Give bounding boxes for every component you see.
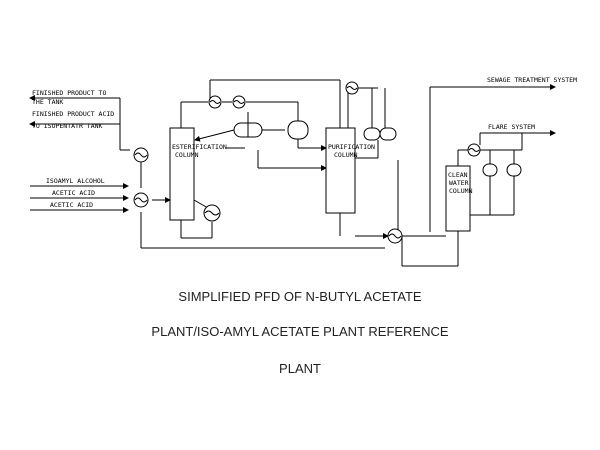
overhead-cooler-1-coil <box>209 100 221 104</box>
flare-label: FLARE SYSTEM <box>488 123 535 131</box>
overhead-cooler-2-coil <box>233 100 245 104</box>
purification-label-2: COLUMN <box>334 151 358 159</box>
bottoms-exchanger-coil <box>388 233 402 239</box>
acetic-acid-label-1: ACETIC ACID <box>52 189 95 197</box>
clean-water-column <box>445 165 471 232</box>
caption-line-3: PLANT <box>279 361 321 376</box>
purification-label-1: PURIFICATION <box>328 143 375 151</box>
piping <box>29 79 556 267</box>
clean-water-receiver-2 <box>506 163 522 177</box>
clean-water-receiver-1 <box>482 163 498 177</box>
labels: FINISHED PRODUCT TO THE TANK FINISHED PR… <box>32 76 577 209</box>
reboiler-line <box>193 199 209 209</box>
finished-product-acid-label: FINISHED PRODUCT ACID <box>32 110 114 118</box>
feed-preheater-top-coil <box>134 152 148 158</box>
caption-line-1: SIMPLIFIED PFD OF N-BUTYL ACETATE <box>178 289 422 304</box>
clean-water-label-3: COLUMN <box>449 187 473 195</box>
purification-receiver-1 <box>363 127 381 141</box>
purification-condenser-coil <box>346 86 358 90</box>
esterification-label-2: COLUMN <box>175 151 199 159</box>
reflux-to-ester <box>194 129 235 142</box>
equipment <box>133 81 522 244</box>
purification-column <box>325 127 356 214</box>
esterification-reboiler-coil <box>204 210 220 216</box>
finished-product-label-2: THE TANK <box>32 98 63 106</box>
esterification-label-1: ESTERIFICATION <box>172 143 227 151</box>
esterification-column <box>169 127 195 221</box>
finished-product-acid-label-2: TO ISOPENTATR TANK <box>32 122 103 130</box>
acetic-acid-label-2: ACETIC ACID <box>50 201 93 209</box>
clean-water-condenser-coil <box>468 148 480 152</box>
reflux-drum <box>287 120 309 140</box>
caption-line-2: PLANT/ISO-AMYL ACETATE PLANT REFERENCE <box>151 324 449 339</box>
feed-preheater-bottom-coil <box>134 197 148 203</box>
clean-water-label-1: CLEAN <box>448 171 468 179</box>
clean-water-label-2: WATER <box>449 179 469 187</box>
isoamyl-alcohol-label: ISOAMYL ALCOHOL <box>46 177 105 185</box>
sewage-label: SEWAGE TREATMENT SYSTEM <box>487 76 577 84</box>
purification-receiver-2 <box>379 127 397 141</box>
finished-product-label: FINISHED PRODUCT TO <box>32 89 106 97</box>
